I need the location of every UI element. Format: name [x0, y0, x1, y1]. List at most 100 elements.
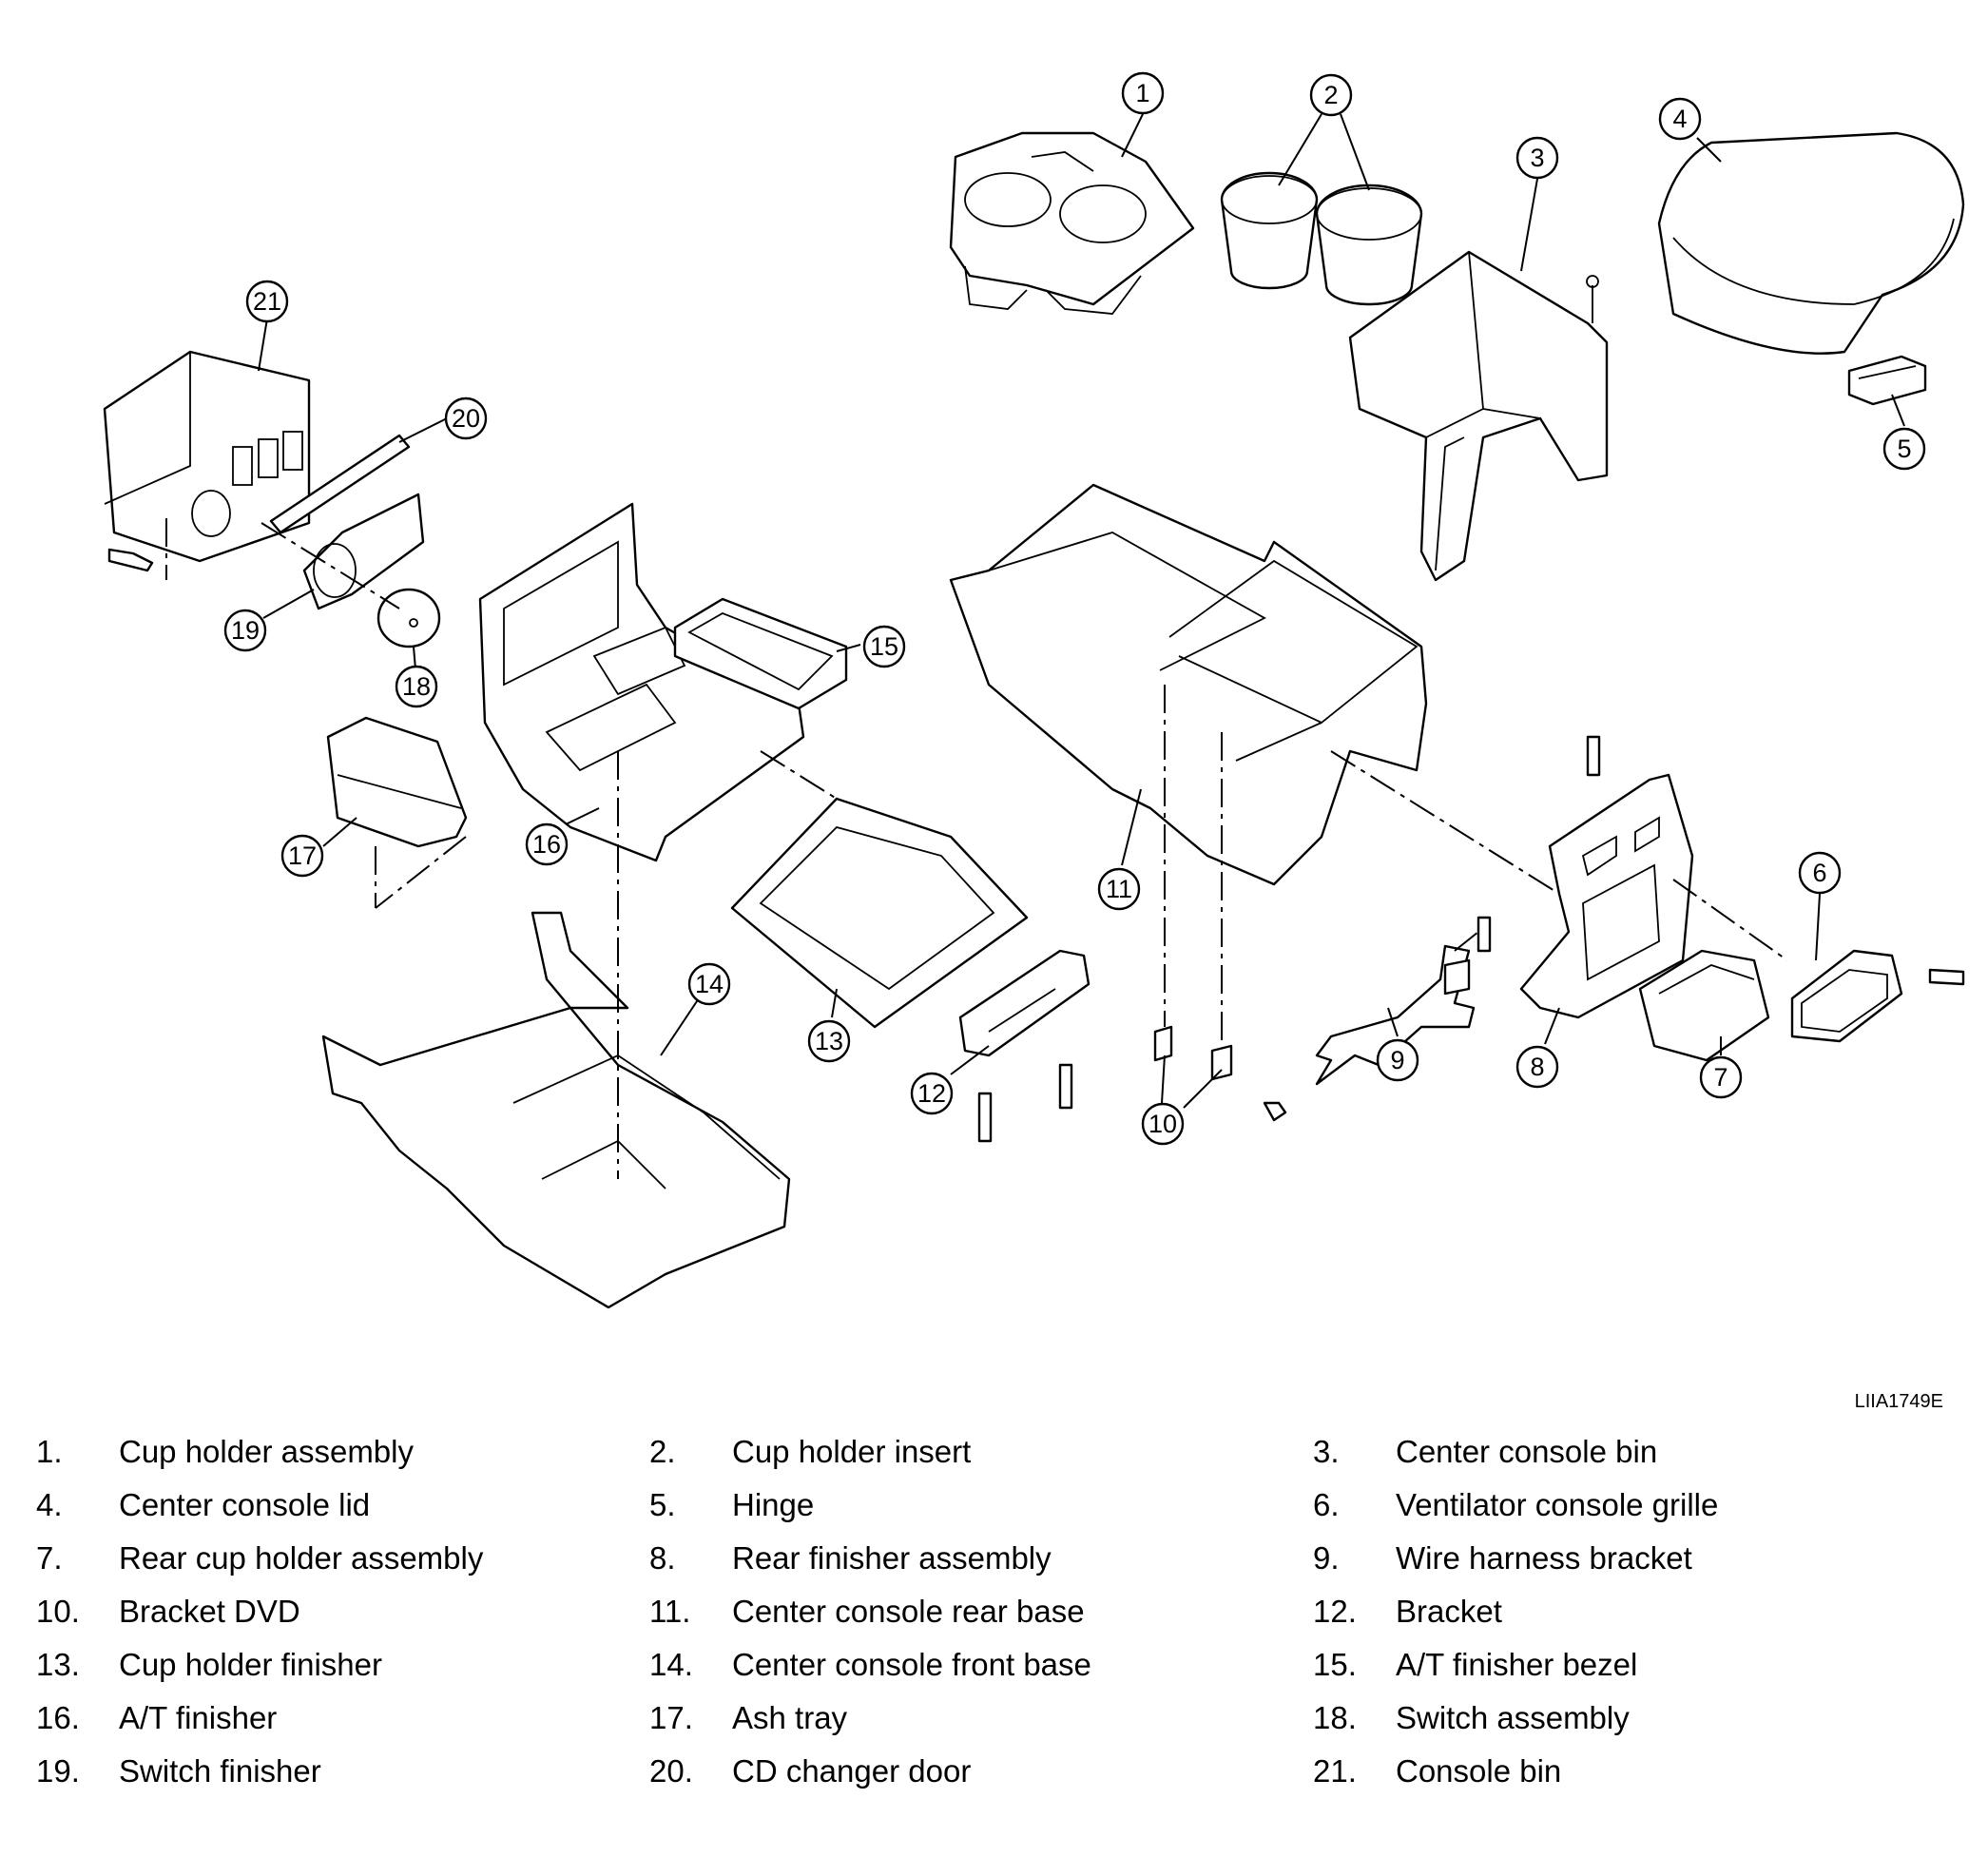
legend-number: 1. [36, 1434, 63, 1469]
callout-20: 20 [444, 397, 488, 440]
callout-1: 1 [1121, 71, 1165, 115]
callout-11: 11 [1097, 867, 1141, 911]
legend-number: 15. [1313, 1647, 1357, 1682]
legend-item: 18. Switch assembly [1313, 1697, 1947, 1738]
legend-item: 16.A/T finisher [36, 1697, 649, 1738]
legend-label: Console bin [1396, 1753, 1562, 1789]
legend-number: 11. [649, 1594, 691, 1629]
callout-5: 5 [1882, 427, 1926, 471]
legend-label: Cup holder insert [732, 1434, 972, 1469]
callout-4: 4 [1658, 97, 1702, 141]
callout-15: 15 [862, 625, 906, 668]
legend-item: 2.Cup holder insert [649, 1431, 1313, 1472]
callout-14: 14 [687, 962, 731, 1006]
svg-text:3: 3 [1530, 144, 1544, 172]
legend-item: 6. Ventilator console grille [1313, 1484, 1947, 1525]
svg-text:21: 21 [253, 287, 281, 316]
legend-item: 17. Ash tray [649, 1697, 1313, 1738]
part-at-finisher-bezel [673, 597, 848, 710]
legend-label: Center console rear base [732, 1594, 1085, 1629]
legend-item: 9.Wire harness bracket [1313, 1538, 1947, 1578]
part-center-console-rear-base [949, 483, 1428, 886]
svg-text:7: 7 [1713, 1063, 1727, 1092]
legend-label: CD changer door [732, 1753, 972, 1789]
part-center-console-front-base [321, 911, 791, 1309]
legend-number: 8. [649, 1540, 676, 1576]
callout-6: 6 [1798, 851, 1842, 895]
callout-7: 7 [1699, 1055, 1743, 1099]
legend-label: Rear finisher assembly [732, 1540, 1052, 1576]
svg-text:12: 12 [917, 1079, 946, 1108]
svg-text:18: 18 [402, 672, 431, 701]
svg-text:17: 17 [288, 841, 317, 870]
legend-label: A/T finisher bezel [1396, 1647, 1638, 1682]
legend-label: Center console bin [1396, 1434, 1658, 1469]
callout-16: 16 [525, 822, 569, 866]
legend-label: A/T finisher [119, 1700, 278, 1735]
legend-number: 13. [36, 1647, 80, 1682]
svg-text:6: 6 [1812, 859, 1826, 887]
legend-number: 12. [1313, 1594, 1357, 1629]
legend-item: 8. Rear finisher assembly [649, 1538, 1313, 1578]
callout-8: 8 [1515, 1045, 1559, 1089]
part-switch-finisher [302, 493, 425, 610]
legend-label: Rear cup holder assembly [119, 1540, 484, 1576]
legend-item: 12. Bracket [1313, 1591, 1947, 1632]
svg-text:8: 8 [1530, 1053, 1544, 1081]
legend-item: 4.Center console lid [36, 1484, 649, 1525]
legend-number: 19. [36, 1753, 80, 1789]
legend-item: 1. Cup holder assembly [36, 1431, 649, 1472]
legend-label: Switch finisher [119, 1753, 321, 1789]
svg-text:10: 10 [1148, 1110, 1177, 1138]
svg-text:1: 1 [1135, 79, 1149, 107]
legend-item: 15. A/T finisher bezel [1313, 1644, 1947, 1685]
legend-label: Ventilator console grille [1396, 1487, 1719, 1522]
part-bracket [958, 949, 1091, 1057]
legend-label: Cup holder assembly [119, 1434, 414, 1469]
legend-number: 5. [649, 1487, 676, 1522]
legend-item: 13. Cup holder finisher [36, 1644, 649, 1685]
callout-19: 19 [223, 609, 267, 652]
part-cd-changer-door [269, 434, 411, 534]
svg-text:20: 20 [452, 404, 480, 433]
legend-number: 4. [36, 1487, 63, 1522]
legend-number: 6. [1313, 1487, 1340, 1522]
legend-label: Switch assembly [1396, 1700, 1630, 1735]
legend-item: 10.Bracket DVD [36, 1591, 649, 1632]
figure-code: LIIA1749E [1854, 1391, 1943, 1412]
part-wire-harness-bracket [1315, 944, 1476, 1086]
legend-label: Wire harness bracket [1396, 1540, 1692, 1576]
legend-number: 18. [1313, 1700, 1357, 1735]
alignment-lines [165, 518, 1788, 1179]
legend-label: Ash tray [732, 1700, 848, 1735]
svg-text:16: 16 [532, 830, 561, 859]
legend-item: 14.Center console front base [649, 1644, 1313, 1685]
svg-text:11: 11 [1106, 875, 1132, 903]
parts-legend: 1. Cup holder assembly 2.Cup holder inser… [36, 1431, 1947, 1791]
legend-item: 5.Hinge [649, 1484, 1313, 1525]
callout-17: 17 [280, 834, 324, 878]
legend-label: Cup holder finisher [119, 1647, 382, 1682]
callout-21: 21 [245, 280, 289, 323]
part-cup-holder-finisher [730, 797, 1029, 1029]
legend-item: 20.CD changer door [649, 1751, 1313, 1791]
part-ash-tray [326, 716, 468, 848]
legend-number: 7. [36, 1540, 63, 1576]
svg-text:9: 9 [1390, 1046, 1404, 1074]
legend-number: 17. [649, 1700, 693, 1735]
svg-text:2: 2 [1323, 81, 1338, 109]
part-rear-cup-holder-assembly [1638, 949, 1770, 1062]
callout-2: 2 [1309, 73, 1353, 117]
legend-item: 19. Switch finisher [36, 1751, 649, 1791]
callout-12: 12 [910, 1072, 954, 1115]
svg-text:5: 5 [1897, 435, 1911, 463]
fasteners [977, 735, 1965, 1143]
legend-label: Bracket [1396, 1594, 1502, 1629]
callout-18: 18 [395, 665, 438, 708]
callout-13: 13 [807, 1019, 851, 1063]
leader-lines [258, 113, 1905, 1109]
legend-number: 21. [1313, 1753, 1357, 1789]
legend-label: Center console front base [732, 1647, 1091, 1682]
legend-item: 7. Rear cup holder assembly [36, 1538, 649, 1578]
part-bracket-dvd [1153, 1025, 1287, 1122]
